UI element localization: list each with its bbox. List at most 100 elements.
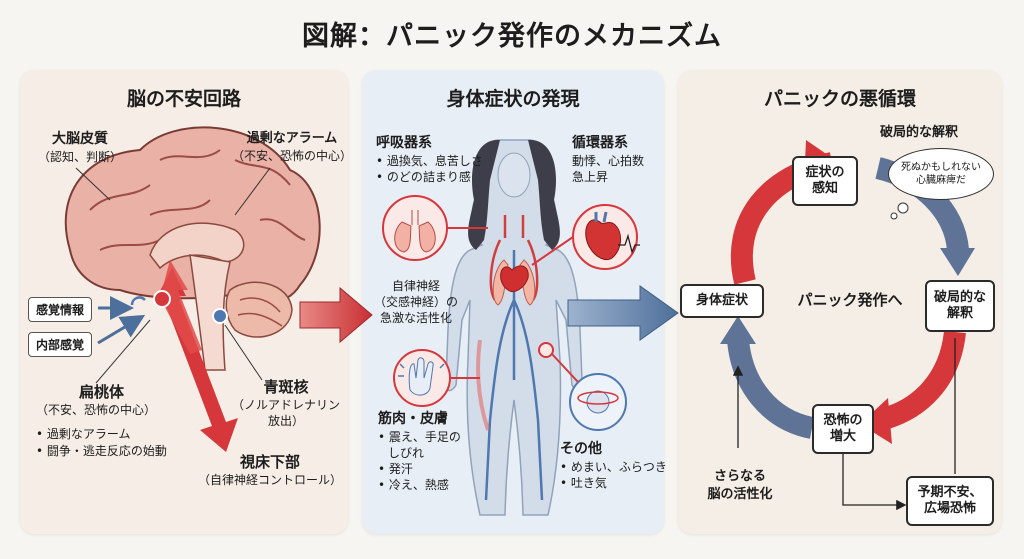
autonomic-line2: （交感神経）の [374, 295, 459, 310]
hypothalamus-label: 視床下部 （自律神経コントロール） [198, 452, 342, 488]
amygdala-label: 扁桃体 （不安、恐怖の中心） • 過剰なアラーム • 闘争・逃走反応の始動 [36, 382, 167, 459]
amygdala-bullet-text: 闘争・逃走反応の始動 [46, 443, 167, 458]
heart-icon [585, 219, 621, 261]
cortex-name: 大脳皮質 [52, 131, 108, 147]
thought-line2: 心臓麻痺だ [916, 175, 966, 186]
cortex-sub: （認知、判断） [38, 149, 123, 164]
interoception-label: 内部感覚 [28, 332, 93, 357]
autonomic-label: 自律神経 （交感神経）の 急激な活性化 [374, 278, 458, 327]
other-name: その他 [560, 441, 602, 457]
other-item-text: めまい、ふらつき [570, 459, 667, 474]
cycle-arrowhead-left [720, 316, 756, 344]
body-silhouette [444, 139, 584, 516]
sensory-curl [130, 296, 146, 306]
fear-line1: 恐怖の [823, 412, 863, 428]
brain-illustration [64, 126, 321, 371]
fear-box: 恐怖の 増大 [812, 404, 874, 454]
perception-line1: 症状の [805, 164, 845, 180]
amygdala-leader [95, 319, 151, 384]
catastrophic-line1: 破局的な [933, 289, 986, 305]
amygdala-marker [153, 290, 171, 308]
circulatory-label: 循環器系 動悸、心拍数 急上昇 [572, 134, 644, 185]
perception-box: 症状の 感知 [792, 156, 858, 206]
autonomic-line3: 急激な活性化 [380, 311, 453, 326]
sensory-info-label: 感覚情報 [28, 297, 93, 322]
locus-sub2: 放出） [268, 414, 305, 429]
alarm-name: 過剰なアラーム [246, 131, 338, 146]
locus-name: 青斑核 [263, 378, 309, 396]
fear-line2: 増大 [829, 429, 856, 444]
further-activation-label: さらなる 脳の活性化 [690, 468, 790, 503]
brain-up-arrow [160, 260, 202, 354]
muscle-name: 筋肉・皮膚 [378, 411, 448, 427]
heartbeat-line [618, 233, 640, 255]
heart-vessels [594, 211, 608, 223]
muscle-item: • 冷え、熱感 [378, 478, 449, 493]
catastrophic-line2: 解釈 [946, 306, 973, 321]
locus-leader [224, 324, 263, 381]
anticipatory-box: 予期不安、 広場恐怖 [906, 476, 994, 526]
cycle-panel-title: パニックの悪循環 [763, 88, 916, 110]
interoception-arrow [97, 314, 146, 345]
hand-icon [408, 357, 434, 396]
respiratory-label: 呼吸器系 • 過換気、息苦しさ • のどの詰まり感 [376, 134, 483, 185]
thought-dot-large [897, 202, 909, 214]
further-line1: さらなる [713, 469, 766, 484]
cortex-label: 大脳皮質 （認知、判断） [38, 130, 122, 165]
other-item: • 吐き気 [560, 476, 607, 491]
circulatory-item: 急上昇 [572, 170, 609, 185]
cortex-leader [75, 167, 111, 201]
alarm-label: 過剰なアラーム （不安、恐怖の中心） [232, 130, 352, 164]
alarm-sub: （不安、恐怖の中心） [232, 148, 353, 163]
brain-panel-title: 脳の不安回路 [126, 88, 241, 110]
other-item: • めまい、ふらつき [560, 459, 667, 474]
body-panel-title: 身体症状の発現 [446, 88, 580, 110]
amygdala-bullet-text: 過剰なアラーム [46, 427, 131, 442]
catastrophic-box: 破局的な 解釈 [925, 280, 995, 332]
respiratory-item: • のどの詰まり感 [376, 170, 471, 185]
heart-leader [531, 236, 574, 266]
muscle-item: • 発汗 [378, 462, 413, 477]
cycle-arrowhead-bottom [860, 398, 892, 444]
amygdala-bullet: • 闘争・逃走反応の始動 [36, 443, 167, 458]
thought-bubble: 死ぬかもしれない 心臓麻痺だ [888, 148, 994, 200]
tremor-marks [398, 363, 445, 377]
circulatory-name: 循環器系 [572, 135, 628, 151]
thought-title: 破局的な解釈 [880, 125, 959, 140]
body-to-cycle-arrow [567, 285, 679, 341]
respiratory-item-text: 過換気、息苦しさ [386, 153, 483, 168]
respiratory-name: 呼吸器系 [376, 135, 432, 151]
cycle-center: パニック発作へ [797, 291, 903, 309]
anticipatory-arrow [842, 452, 907, 511]
other-item-text: 吐き気 [570, 476, 607, 491]
locus-label: 青斑核 （ノルアドレナリン 放出） [232, 377, 340, 430]
lungs-icon [394, 210, 436, 253]
head-icon [586, 390, 610, 414]
locus-marker [212, 308, 228, 324]
muscle-label: 筋肉・皮膚 • 震え、手足の しびれ • 発汗 • 冷え、熱感 [378, 410, 461, 494]
thought-line1: 死ぬかもしれない [901, 162, 981, 173]
brain-to-body-arrow [299, 286, 373, 344]
other-leader [551, 353, 579, 383]
hypothalamus-name: 視床下部 [240, 453, 301, 471]
locus-sub1: （ノルアドレナリン [232, 398, 341, 413]
cycle-arc-right-bottom [876, 330, 966, 431]
page-title: 図解：パニック発作のメカニズム [302, 21, 722, 52]
anticipatory-line2: 広場恐怖 [923, 501, 976, 516]
cycle-arc-left [727, 338, 815, 439]
lungs-callout [382, 195, 448, 261]
amygdala-sub: （不安、恐怖の中心） [36, 403, 157, 418]
other-marker [538, 342, 554, 358]
cycle-arrowhead-right [940, 248, 975, 276]
respiratory-item: • 過換気、息苦しさ [376, 153, 483, 168]
amygdala-name: 扁桃体 [78, 383, 124, 401]
symptoms-box: 身体症状 [680, 284, 764, 318]
hypothalamus-sub: （自律神経コントロール） [198, 473, 343, 488]
amygdala-bullet: • 過剰なアラーム [36, 427, 131, 442]
anticipatory-line1: 予期不安、 [917, 484, 983, 500]
thought-dot-small [890, 212, 898, 220]
muscle-item-text: 発汗 [388, 462, 413, 477]
perception-line2: 感知 [811, 181, 838, 196]
muscle-item-cont: しびれ [388, 446, 425, 461]
